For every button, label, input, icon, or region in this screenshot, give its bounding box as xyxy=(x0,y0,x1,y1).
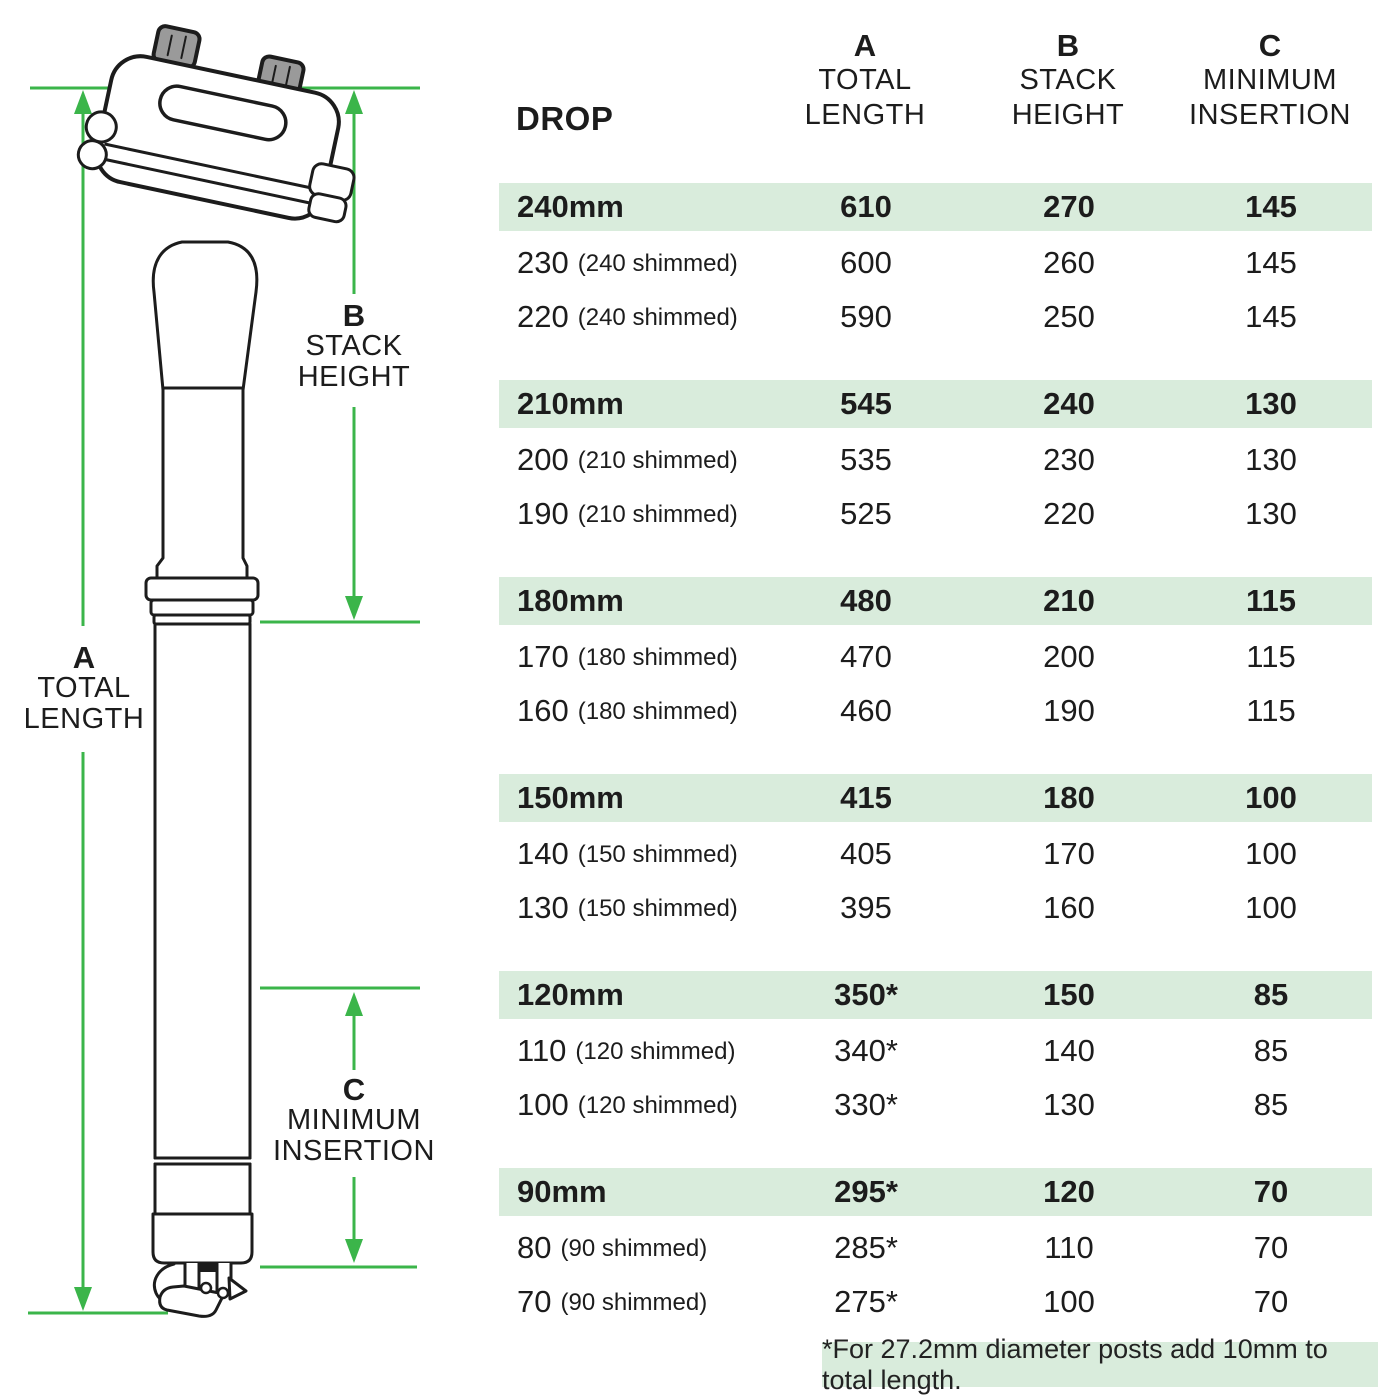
column-header-total-length: A TOTAL LENGTH xyxy=(804,28,926,131)
table-row-200: 200(210 shimmed) 535 230 130 xyxy=(517,442,1297,477)
lower-tube-mid-section xyxy=(153,1162,252,1216)
arrow-a-head-top xyxy=(74,90,92,114)
bottom-cap xyxy=(151,1212,254,1265)
arrow-b-head-bottom xyxy=(345,596,363,620)
table-row-120mm: 120mm 350* 150 85 xyxy=(499,971,1372,1019)
table-row-80: 80(90 shimmed) 285* 110 70 xyxy=(517,1230,1289,1265)
label-c-letter: C xyxy=(342,1072,366,1107)
table-row-240mm: 240mm 610 270 145 xyxy=(499,183,1372,231)
table-row-220: 220(240 shimmed) 590 250 145 xyxy=(517,299,1297,334)
table-row-130: 130(150 shimmed) 395 160 100 xyxy=(517,890,1297,925)
collar-ring-top xyxy=(144,576,260,602)
table-row-110: 110(120 shimmed) 340* 140 85 xyxy=(517,1033,1289,1068)
table-row-170: 170(180 shimmed) 470 200 115 xyxy=(517,639,1296,674)
table-row-190: 190(210 shimmed) 525 220 130 xyxy=(517,496,1297,531)
label-minimum-insertion: C MINIMUM INSERTION xyxy=(264,1074,444,1167)
column-header-stack-height: B STACK HEIGHT xyxy=(1011,28,1125,131)
table-row-230: 230(240 shimmed) 600 260 145 xyxy=(517,245,1297,280)
actuator-lever xyxy=(152,1261,248,1318)
footnote-text: *For 27.2mm diameter posts add 10mm to t… xyxy=(822,1333,1328,1395)
clamp-nose-lobe-lower xyxy=(76,139,108,171)
clamp-rail-slot xyxy=(158,84,288,142)
table-row-180mm: 180mm 480 210 115 xyxy=(499,577,1372,625)
table-row-140: 140(150 shimmed) 405 170 100 xyxy=(517,836,1297,871)
dimension-annotations xyxy=(28,86,420,1315)
clamp-body xyxy=(94,54,341,221)
pivot-hole-left xyxy=(199,1281,213,1295)
upper-tube xyxy=(155,386,249,580)
arrow-c-head-top xyxy=(345,992,363,1016)
table-row-70: 70(90 shimmed) 275* 100 70 xyxy=(517,1284,1289,1319)
table-row-160: 160(180 shimmed) 460 190 115 xyxy=(517,693,1296,728)
saddle-clamp-head xyxy=(76,24,356,224)
lever-arm xyxy=(158,1284,226,1318)
footnote-band: *For 27.2mm diameter posts add 10mm to t… xyxy=(822,1334,1378,1395)
seatpost-diagram xyxy=(28,24,420,1318)
collar-ring-middle xyxy=(149,598,255,617)
seatpost-line-art xyxy=(76,24,356,1318)
column-header-drop: DROP xyxy=(516,100,614,137)
table-row-150mm: 150mm 415 180 100 xyxy=(499,774,1372,822)
arrow-a-head-bottom xyxy=(74,1287,92,1311)
table-row-210mm: 210mm 545 240 130 xyxy=(499,380,1372,428)
label-b-letter: B xyxy=(342,298,366,333)
table-row-90mm: 90mm 295* 120 70 xyxy=(499,1168,1372,1216)
label-stack-height: B STACK HEIGHT xyxy=(264,300,444,393)
lower-tube xyxy=(153,622,252,1160)
lever-wing xyxy=(227,1276,248,1301)
arrow-b-head-top xyxy=(345,90,363,114)
clevis-notch xyxy=(199,1263,217,1272)
column-header-minimum-insertion: C MINIMUM INSERTION xyxy=(1189,28,1351,131)
arrow-c-head-bottom xyxy=(345,1239,363,1263)
clamp-side-lug-lower xyxy=(307,192,348,224)
label-a-letter: A xyxy=(72,640,96,675)
pivot-hole-right xyxy=(216,1286,230,1300)
clamp-neck xyxy=(151,240,259,392)
table-row-100: 100(120 shimmed) 330* 130 85 xyxy=(517,1087,1289,1122)
label-total-length: A TOTAL LENGTH xyxy=(0,642,174,735)
